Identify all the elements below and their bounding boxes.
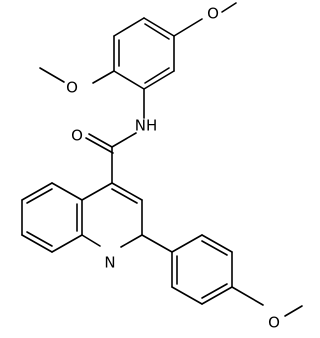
bond	[201, 240, 228, 256]
bond	[141, 234, 173, 253]
bond	[85, 137, 114, 154]
atom-labels: O NH N O O O	[66, 5, 280, 332]
atom-label-o-methoxy-top: O	[207, 5, 219, 23]
bond	[120, 234, 143, 248]
bond	[171, 234, 203, 253]
bond	[88, 133, 113, 148]
bond	[26, 231, 53, 247]
atom-label-o-carbonyl: O	[71, 127, 83, 145]
bond	[284, 305, 303, 317]
atom-label-n-ring: N	[104, 254, 115, 272]
bond	[221, 2, 237, 13]
bond	[111, 188, 138, 204]
atom-label-o-methoxy-left: O	[66, 79, 78, 97]
bond	[39, 67, 65, 83]
bond	[201, 286, 233, 305]
bond	[51, 234, 83, 253]
bond	[21, 234, 53, 253]
bond	[21, 182, 53, 201]
bond	[92, 70, 115, 84]
bonds	[21, 2, 303, 317]
bond	[111, 182, 143, 201]
bond	[51, 182, 83, 201]
bond	[81, 182, 113, 201]
bond	[171, 286, 203, 305]
bond	[81, 234, 101, 247]
bond	[144, 23, 170, 40]
bond	[113, 17, 145, 37]
atom-label-o-methoxy-bottom: O	[268, 314, 280, 332]
bond	[113, 70, 145, 90]
bond	[26, 188, 53, 204]
bond	[143, 17, 175, 37]
bond	[201, 283, 228, 299]
bond	[143, 70, 175, 90]
bond	[201, 234, 233, 253]
bond	[111, 132, 137, 148]
atom-label-nh: NH	[135, 117, 158, 135]
bond	[144, 67, 170, 84]
bond	[231, 286, 264, 306]
bond	[173, 18, 203, 37]
